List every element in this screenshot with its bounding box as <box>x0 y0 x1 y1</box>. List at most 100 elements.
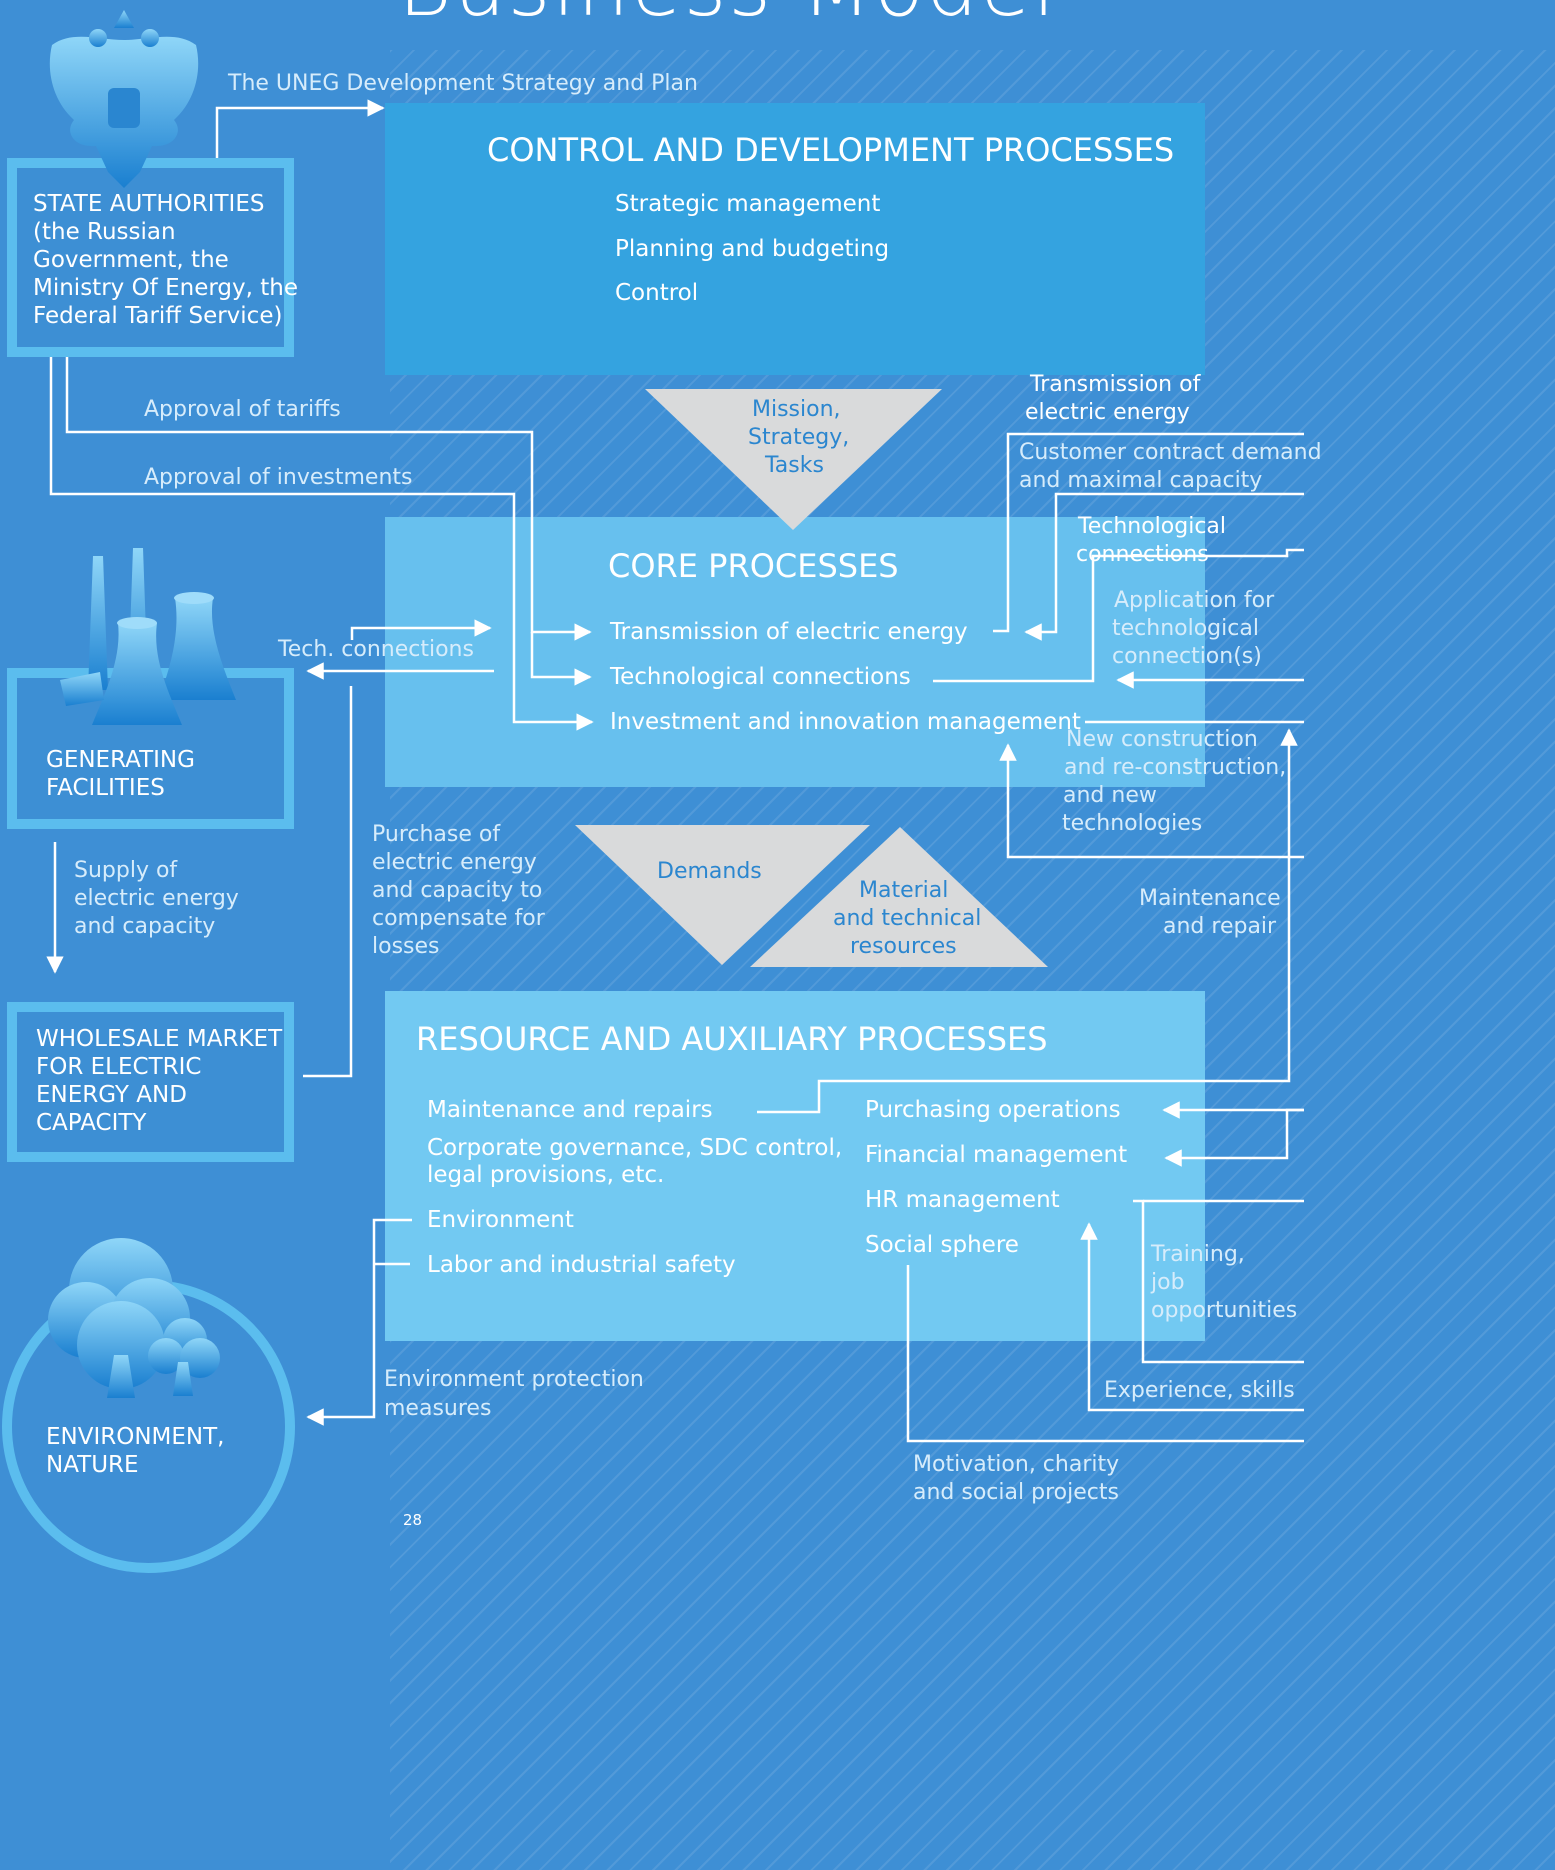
training-label: opportunities <box>1151 1298 1298 1323</box>
state-authorities-line: Government, the <box>33 247 229 273</box>
training-label: job <box>1151 1270 1185 1295</box>
supply-label: Supply of <box>74 858 178 883</box>
motivation-line <box>906 1265 1304 1443</box>
state-authorities-box <box>7 158 294 357</box>
core-box <box>385 517 1205 787</box>
purchase-label: losses <box>372 934 440 959</box>
financial-arrow <box>1164 1108 1304 1167</box>
approval-tariffs-label: Approval of tariffs <box>144 397 341 422</box>
core-item: Investment and innovation management <box>610 709 1081 735</box>
training-label: Training, <box>1151 1242 1245 1267</box>
application-label: connection(s) <box>1112 644 1262 669</box>
control-title: CONTROL AND DEVELOPMENT PROCESSES <box>487 131 1175 169</box>
wholesale-market-label: CAPACITY <box>36 1110 147 1136</box>
env-protection-label: measures <box>384 1396 492 1421</box>
mission-label: Strategy, <box>748 425 850 450</box>
generating-facilities-label: FACILITIES <box>46 775 165 801</box>
generating-facilities-label: GENERATING <box>46 747 195 773</box>
hr-training-line <box>1133 1199 1304 1364</box>
transmission-out-line <box>993 432 1304 633</box>
material-label: resources <box>850 934 957 959</box>
purchase-line <box>303 686 353 1078</box>
page-number: 28 <box>403 1511 423 1529</box>
mission-label: Tasks <box>765 453 824 478</box>
wholesale-market-label: ENERGY AND <box>36 1082 187 1108</box>
supply-label: electric energy <box>74 886 239 911</box>
motivation-label: and social projects <box>913 1480 1119 1505</box>
state-authorities-title: STATE AUTHORITIES <box>33 191 265 217</box>
material-triangle <box>750 827 1048 967</box>
resource-left-item: legal provisions, etc. <box>427 1162 665 1188</box>
state-authorities-line: Federal Tariff Service) <box>33 303 283 329</box>
power-plant-icon <box>60 548 236 725</box>
investments-arrow <box>49 357 594 731</box>
control-item: Strategic management <box>615 191 881 217</box>
trees-icon <box>48 1238 220 1398</box>
purchase-label: and capacity to <box>372 878 543 903</box>
mission-triangle <box>645 389 942 530</box>
resource-box <box>385 991 1205 1341</box>
wholesale-market-label: WHOLESALE MARKET <box>36 1026 283 1052</box>
experience-label: Experience, skills <box>1104 1378 1295 1403</box>
maintenance-repair-arrow <box>757 728 1298 1114</box>
environment-label: ENVIRONMENT, <box>46 1424 225 1450</box>
new-construction-label: and re-construction, <box>1064 755 1287 780</box>
demands-triangle <box>575 825 870 965</box>
purchase-label: compensate for <box>372 906 545 931</box>
new-construction-label: New construction <box>1066 727 1258 752</box>
tech-connections-label: Tech. connections <box>278 637 474 662</box>
resource-left-item: Corporate governance, SDC control, <box>427 1135 843 1161</box>
env-protection-label: Environment protection <box>384 1367 644 1392</box>
core-item: Transmission of electric energy <box>610 619 968 645</box>
application-label: Application for <box>1114 588 1275 613</box>
supply-label: and capacity <box>74 914 216 939</box>
purchase-label: Purchase of <box>372 822 501 847</box>
new-construction-arrow <box>999 743 1304 859</box>
strategy-plan-label: The UNEG Development Strategy and Plan <box>228 71 698 96</box>
control-item: Planning and budgeting <box>615 236 890 262</box>
tech-connections-right-line <box>933 548 1304 683</box>
tariffs-arrow <box>65 357 592 641</box>
page-title: Business Model <box>398 0 1057 38</box>
material-label: and technical <box>833 906 982 931</box>
transmission-out-label: electric energy <box>1025 400 1190 425</box>
experience-arrow <box>1080 1222 1304 1412</box>
state-authorities-line: Ministry Of Energy, the <box>33 275 298 301</box>
material-label: Material <box>859 878 949 903</box>
maintenance-repair-label: Maintenance <box>1139 886 1281 911</box>
customer-demand-label: Customer contract demand <box>1019 440 1322 465</box>
maintenance-repair-label: and repair <box>1163 914 1277 939</box>
tech-connections-in-arrow <box>350 619 492 640</box>
resource-left-item: Maintenance and repairs <box>427 1097 713 1123</box>
coat-of-arms-icon <box>49 10 199 188</box>
resource-right-item: Purchasing operations <box>865 1097 1121 1123</box>
customer-demand-arrow <box>1024 492 1304 641</box>
resource-left-item: Environment <box>427 1207 574 1233</box>
purchase-label: electric energy <box>372 850 537 875</box>
demands-label: Demands <box>657 859 762 884</box>
motivation-label: Motivation, charity <box>913 1452 1120 1477</box>
strategy-plan-arrow <box>215 99 385 158</box>
resource-left-item: Labor and industrial safety <box>427 1252 736 1278</box>
tech-connections-right-label: connections <box>1076 542 1209 567</box>
core-item: Technological connections <box>610 664 911 690</box>
new-construction-label: and new <box>1063 783 1157 808</box>
new-construction-label: technologies <box>1062 811 1203 836</box>
core-title: CORE PROCESSES <box>608 547 899 585</box>
mission-label: Mission, <box>752 397 841 422</box>
control-item: Control <box>615 280 699 306</box>
resource-right-item: Financial management <box>865 1142 1128 1168</box>
control-box <box>385 103 1205 375</box>
resource-right-item: HR management <box>865 1187 1060 1213</box>
transmission-out-label: Transmission of <box>1030 372 1201 397</box>
approval-investments-label: Approval of investments <box>144 465 413 490</box>
resource-right-item: Social sphere <box>865 1232 1019 1258</box>
customer-demand-label: and maximal capacity <box>1019 468 1263 493</box>
application-label: technological <box>1112 616 1259 641</box>
state-authorities-line: (the Russian <box>33 219 176 245</box>
wholesale-market-box <box>7 1002 294 1162</box>
resource-title: RESOURCE AND AUXILIARY PROCESSES <box>416 1020 1048 1058</box>
environment-label: NATURE <box>46 1452 139 1478</box>
wholesale-market-label: FOR ELECTRIC <box>36 1054 202 1080</box>
